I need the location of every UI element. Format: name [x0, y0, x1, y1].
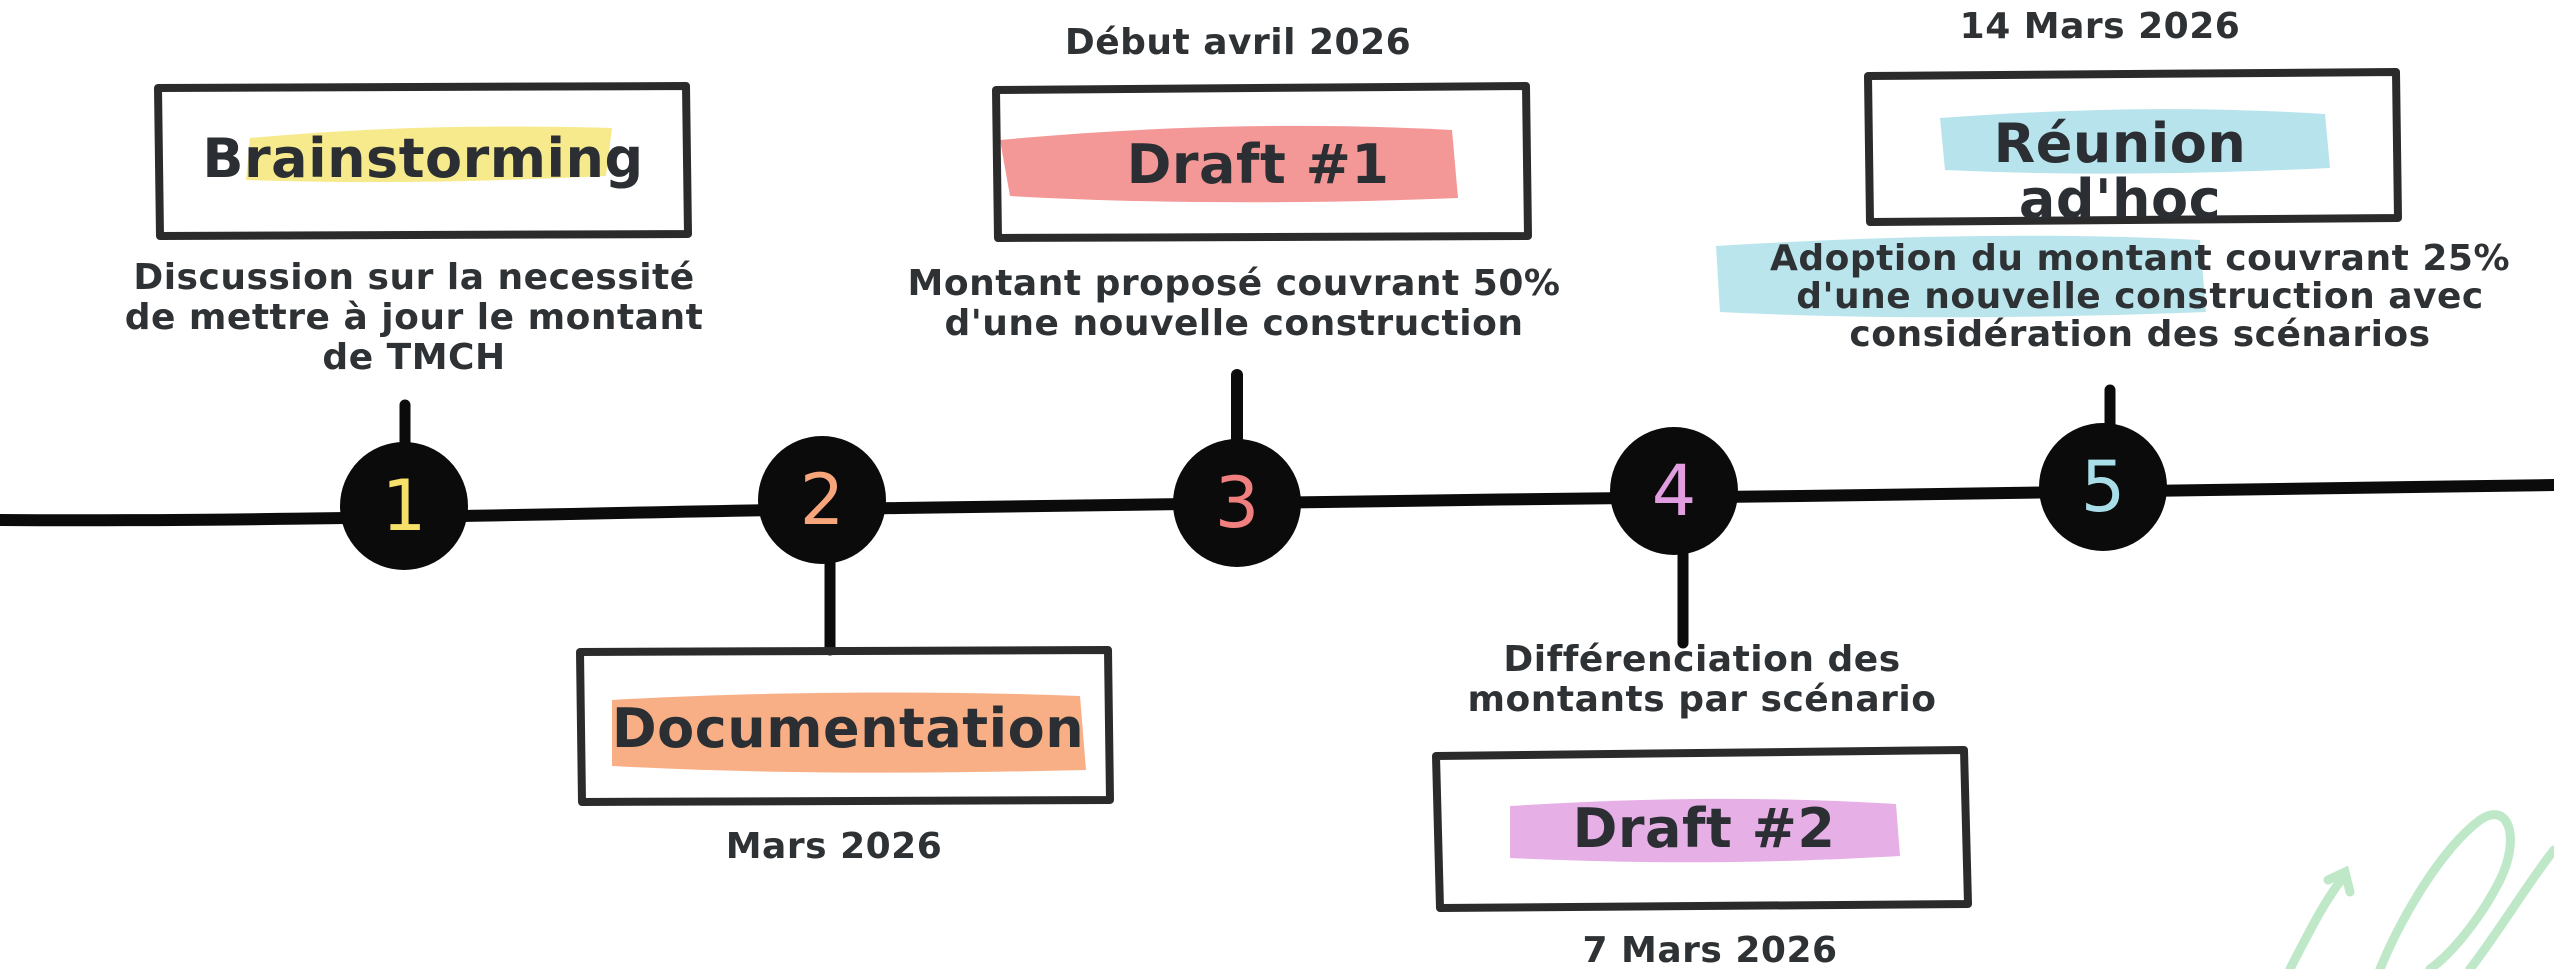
step-description-reunion: Adoption du montant couvrant 25% d'une n…: [1770, 238, 2511, 355]
box-draft1: [992, 82, 1532, 242]
highlight-draft2: [1510, 798, 1900, 863]
highlight-documentation: [612, 692, 1086, 773]
milestone-circle-3: [1173, 439, 1301, 567]
highlight-reunion: [1940, 109, 2330, 174]
highlight-brainstorming: [246, 126, 612, 183]
box-documentation: [576, 646, 1114, 806]
milestone-number-2: 2: [799, 459, 845, 541]
step-title-reunion: Réunion ad'hoc: [1993, 112, 2247, 231]
step-date-draft1: Début avril 2026: [1064, 22, 1412, 63]
box-reunion: [1864, 68, 2402, 226]
highlight-adoption: [1716, 235, 2206, 318]
milestone-circle-4: [1610, 427, 1738, 555]
milestone-circle-5: [2039, 423, 2167, 551]
step-title-draft2: Draft #2: [1572, 797, 1836, 860]
milestone-number-3: 3: [1214, 462, 1260, 544]
step-description-draft2: Différenciation des montants par scénari…: [1467, 639, 1937, 720]
milestone-number-5: 5: [2080, 446, 2126, 528]
step-description-draft1: Montant proposé couvrant 50% d'une nouve…: [907, 263, 1561, 344]
milestone-number-4: 4: [1651, 450, 1697, 532]
milestone-number-1: 1: [381, 465, 427, 547]
milestone-circle-1: [340, 442, 468, 570]
box-draft2: [1432, 746, 1972, 912]
box-brainstorming: [154, 82, 692, 240]
step-date-reunion: 14 Mars 2026: [1959, 6, 2241, 47]
step-title-documentation: Documentation: [611, 697, 1085, 760]
decorative-scribble: [2285, 810, 2554, 969]
highlight-draft1: [1000, 125, 1458, 203]
step-date-draft2: 7 Mars 2026: [1582, 930, 1838, 971]
milestone-circle-2: [758, 436, 886, 564]
step-title-draft1: Draft #1: [1126, 133, 1390, 196]
step-date-documentation: Mars 2026: [725, 826, 943, 867]
step-description-brainstorming: Discussion sur la necessité de mettre à …: [124, 257, 704, 378]
step-title-brainstorming: Brainstorming: [202, 127, 644, 190]
